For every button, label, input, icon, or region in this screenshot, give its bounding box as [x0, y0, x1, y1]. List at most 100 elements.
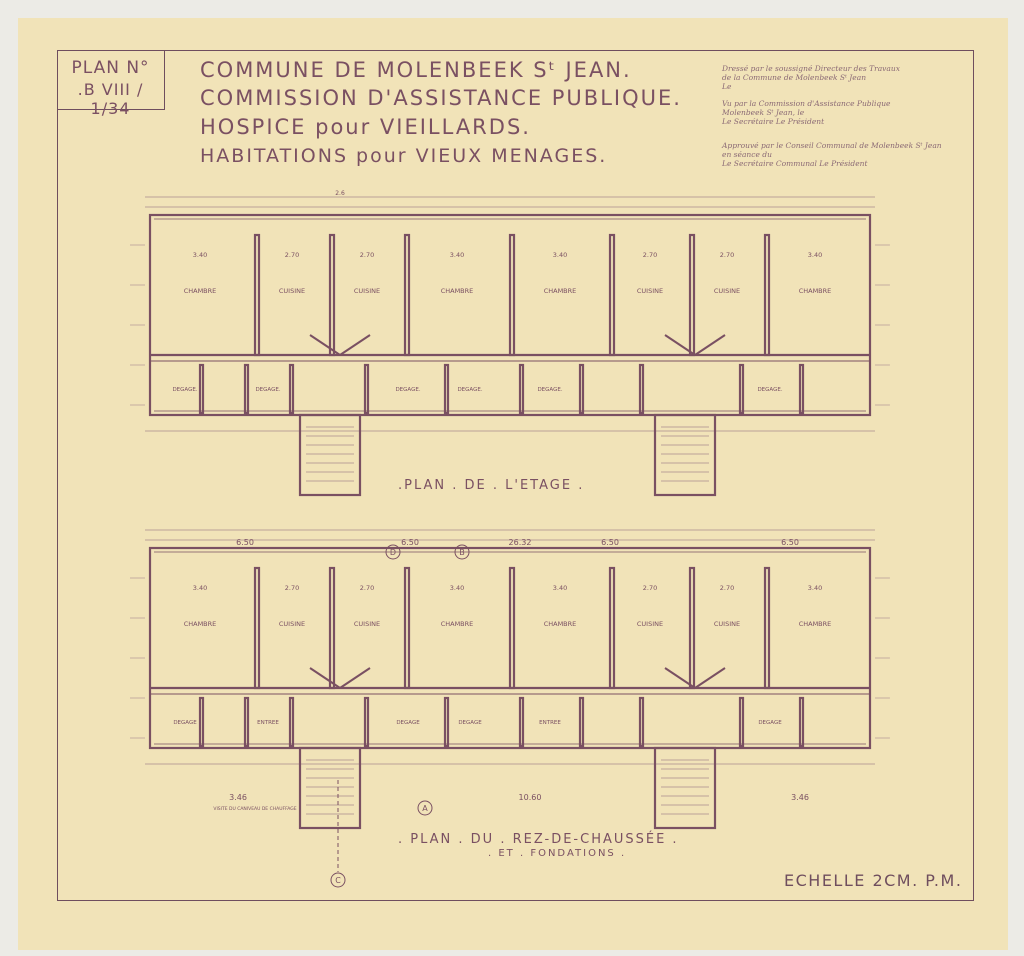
- small-room-wall: [638, 696, 645, 748]
- room-dimension: 3.40: [553, 584, 567, 592]
- lower-top-dimension: 6.50: [401, 538, 419, 547]
- exterior-wall: [148, 546, 872, 750]
- stair-tower: [298, 746, 362, 830]
- small-room-label: DEGAGE.: [395, 387, 420, 393]
- room-dimension: 3.40: [193, 251, 207, 259]
- small-room-wall: [243, 696, 250, 748]
- partition-wall: [608, 233, 616, 357]
- section-marker: [385, 544, 401, 560]
- small-room-label: DEGAGE: [458, 720, 482, 726]
- lower-top-dimension: 6.50: [601, 538, 619, 547]
- chimney-wall: [309, 334, 341, 356]
- small-room-wall: [578, 696, 585, 748]
- title-commune: COMMUNE DE MOLENBEEK Sᵗ JEAN.: [200, 58, 632, 82]
- partition-wall: [403, 233, 411, 357]
- room-label: CHAMBRE: [544, 287, 577, 295]
- small-room-wall: [443, 696, 450, 748]
- room-dimension: 3.40: [193, 584, 207, 592]
- small-room-wall: [798, 363, 805, 415]
- room-label: CUISINE: [279, 287, 305, 295]
- approval-line: Dressé par le soussigné Directeur des Tr…: [722, 64, 900, 73]
- room-label: CHAMBRE: [799, 620, 832, 628]
- small-room-wall: [363, 696, 370, 748]
- partition-wall: [253, 566, 261, 690]
- small-room-label: DEGAGE: [396, 720, 420, 726]
- small-room-wall: [738, 363, 745, 415]
- section-marker: [417, 800, 433, 816]
- room-label: CHAMBRE: [184, 287, 217, 295]
- drawing-frame: [57, 50, 974, 901]
- small-room-label: DEGAGE.: [255, 387, 280, 393]
- chimney-wall: [694, 334, 726, 356]
- small-room-wall: [578, 363, 585, 415]
- lower-plan-caption-2: . ET . FONDATIONS .: [488, 848, 627, 859]
- approval-line: Approuvé par le Conseil Communal de Mole…: [722, 141, 942, 150]
- stair-tower: [298, 413, 362, 497]
- heating-duct-note: VISITE DU CANIVEAU DE CHAUFFAGE: [213, 806, 296, 812]
- small-room-wall: [198, 363, 205, 415]
- small-room-label: DEGAGE: [758, 720, 782, 726]
- small-room-label: DEGAGE: [173, 720, 197, 726]
- upper-plan-caption: .PLAN . DE . L'ETAGE .: [398, 478, 585, 493]
- room-dimension: 2.70: [285, 251, 299, 259]
- section-marker-letter: D: [390, 548, 396, 557]
- small-room-wall: [288, 363, 295, 415]
- room-label: CHAMBRE: [441, 620, 474, 628]
- room-dimension: 2.70: [285, 584, 299, 592]
- lower-top-dimension: 6.50: [781, 538, 799, 547]
- approval-note-director: Dressé par le soussigné Directeur des Tr…: [722, 64, 900, 91]
- partition-wall: [608, 566, 616, 690]
- room-label: CUISINE: [354, 287, 380, 295]
- room-dimension: 3.40: [553, 251, 567, 259]
- approval-line: Le: [722, 82, 732, 91]
- chimney-wall: [664, 334, 696, 356]
- room-dimension: 3.40: [808, 584, 822, 592]
- drawing-sheet: [18, 18, 1008, 950]
- lower-bottom-dimension: 3.46: [229, 793, 247, 802]
- small-room-wall: [518, 696, 525, 748]
- partition-wall: [763, 566, 771, 690]
- overall-dimension: 2.6: [335, 190, 345, 197]
- room-dimension: 3.40: [808, 251, 822, 259]
- title-commission: COMMISSION D'ASSISTANCE PUBLIQUE.: [200, 86, 682, 110]
- chimney-wall: [339, 667, 371, 689]
- partition-wall: [328, 233, 336, 357]
- partition-wall: [688, 566, 696, 690]
- partition-wall: [328, 566, 336, 690]
- room-label: CUISINE: [714, 287, 740, 295]
- room-dimension: 2.70: [643, 584, 657, 592]
- room-label: CUISINE: [279, 620, 305, 628]
- plan-number-value: .B VIII / 1/34: [77, 80, 144, 118]
- small-room-label: ENTREE: [257, 720, 279, 726]
- approval-line: Vu par la Commission d'Assistance Publiq…: [722, 99, 891, 108]
- section-marker-letter: A: [422, 804, 428, 813]
- plan-number-label: PLAN N°: [71, 58, 150, 78]
- approval-line: Molenbeek Sᵗ Jean, le: [722, 108, 805, 117]
- partition-wall: [508, 233, 516, 357]
- room-dimension: 2.70: [360, 251, 374, 259]
- room-label: CUISINE: [714, 620, 740, 628]
- approval-line: Le Secrétaire Communal Le Président: [722, 159, 868, 168]
- small-room-wall: [363, 363, 370, 415]
- small-room-wall: [638, 363, 645, 415]
- small-room-wall: [443, 363, 450, 415]
- lower-top-dimension: 6.50: [236, 538, 254, 547]
- section-marker: [330, 872, 346, 888]
- lower-bottom-dimension: 10.60: [519, 793, 542, 802]
- small-room-label: ENTREE: [539, 720, 561, 726]
- room-label: CHAMBRE: [544, 620, 577, 628]
- small-room-wall: [288, 696, 295, 748]
- chimney-wall: [309, 667, 341, 689]
- room-dimension: 3.40: [450, 584, 464, 592]
- chimney-wall: [664, 667, 696, 689]
- lower-plan-caption: . PLAN . DU . REZ-DE-CHAUSSÉE .: [398, 832, 679, 847]
- small-room-label: DEGAGE.: [172, 387, 197, 393]
- room-label: CHAMBRE: [441, 287, 474, 295]
- stair-tower: [653, 413, 717, 497]
- partition-wall: [763, 233, 771, 357]
- lower-top-dimension: 26.32: [509, 538, 532, 547]
- small-room-label: DEGAGE.: [757, 387, 782, 393]
- section-marker-letter: B: [459, 548, 465, 557]
- title-hospice: HOSPICE pour VIEILLARDS.: [200, 115, 531, 139]
